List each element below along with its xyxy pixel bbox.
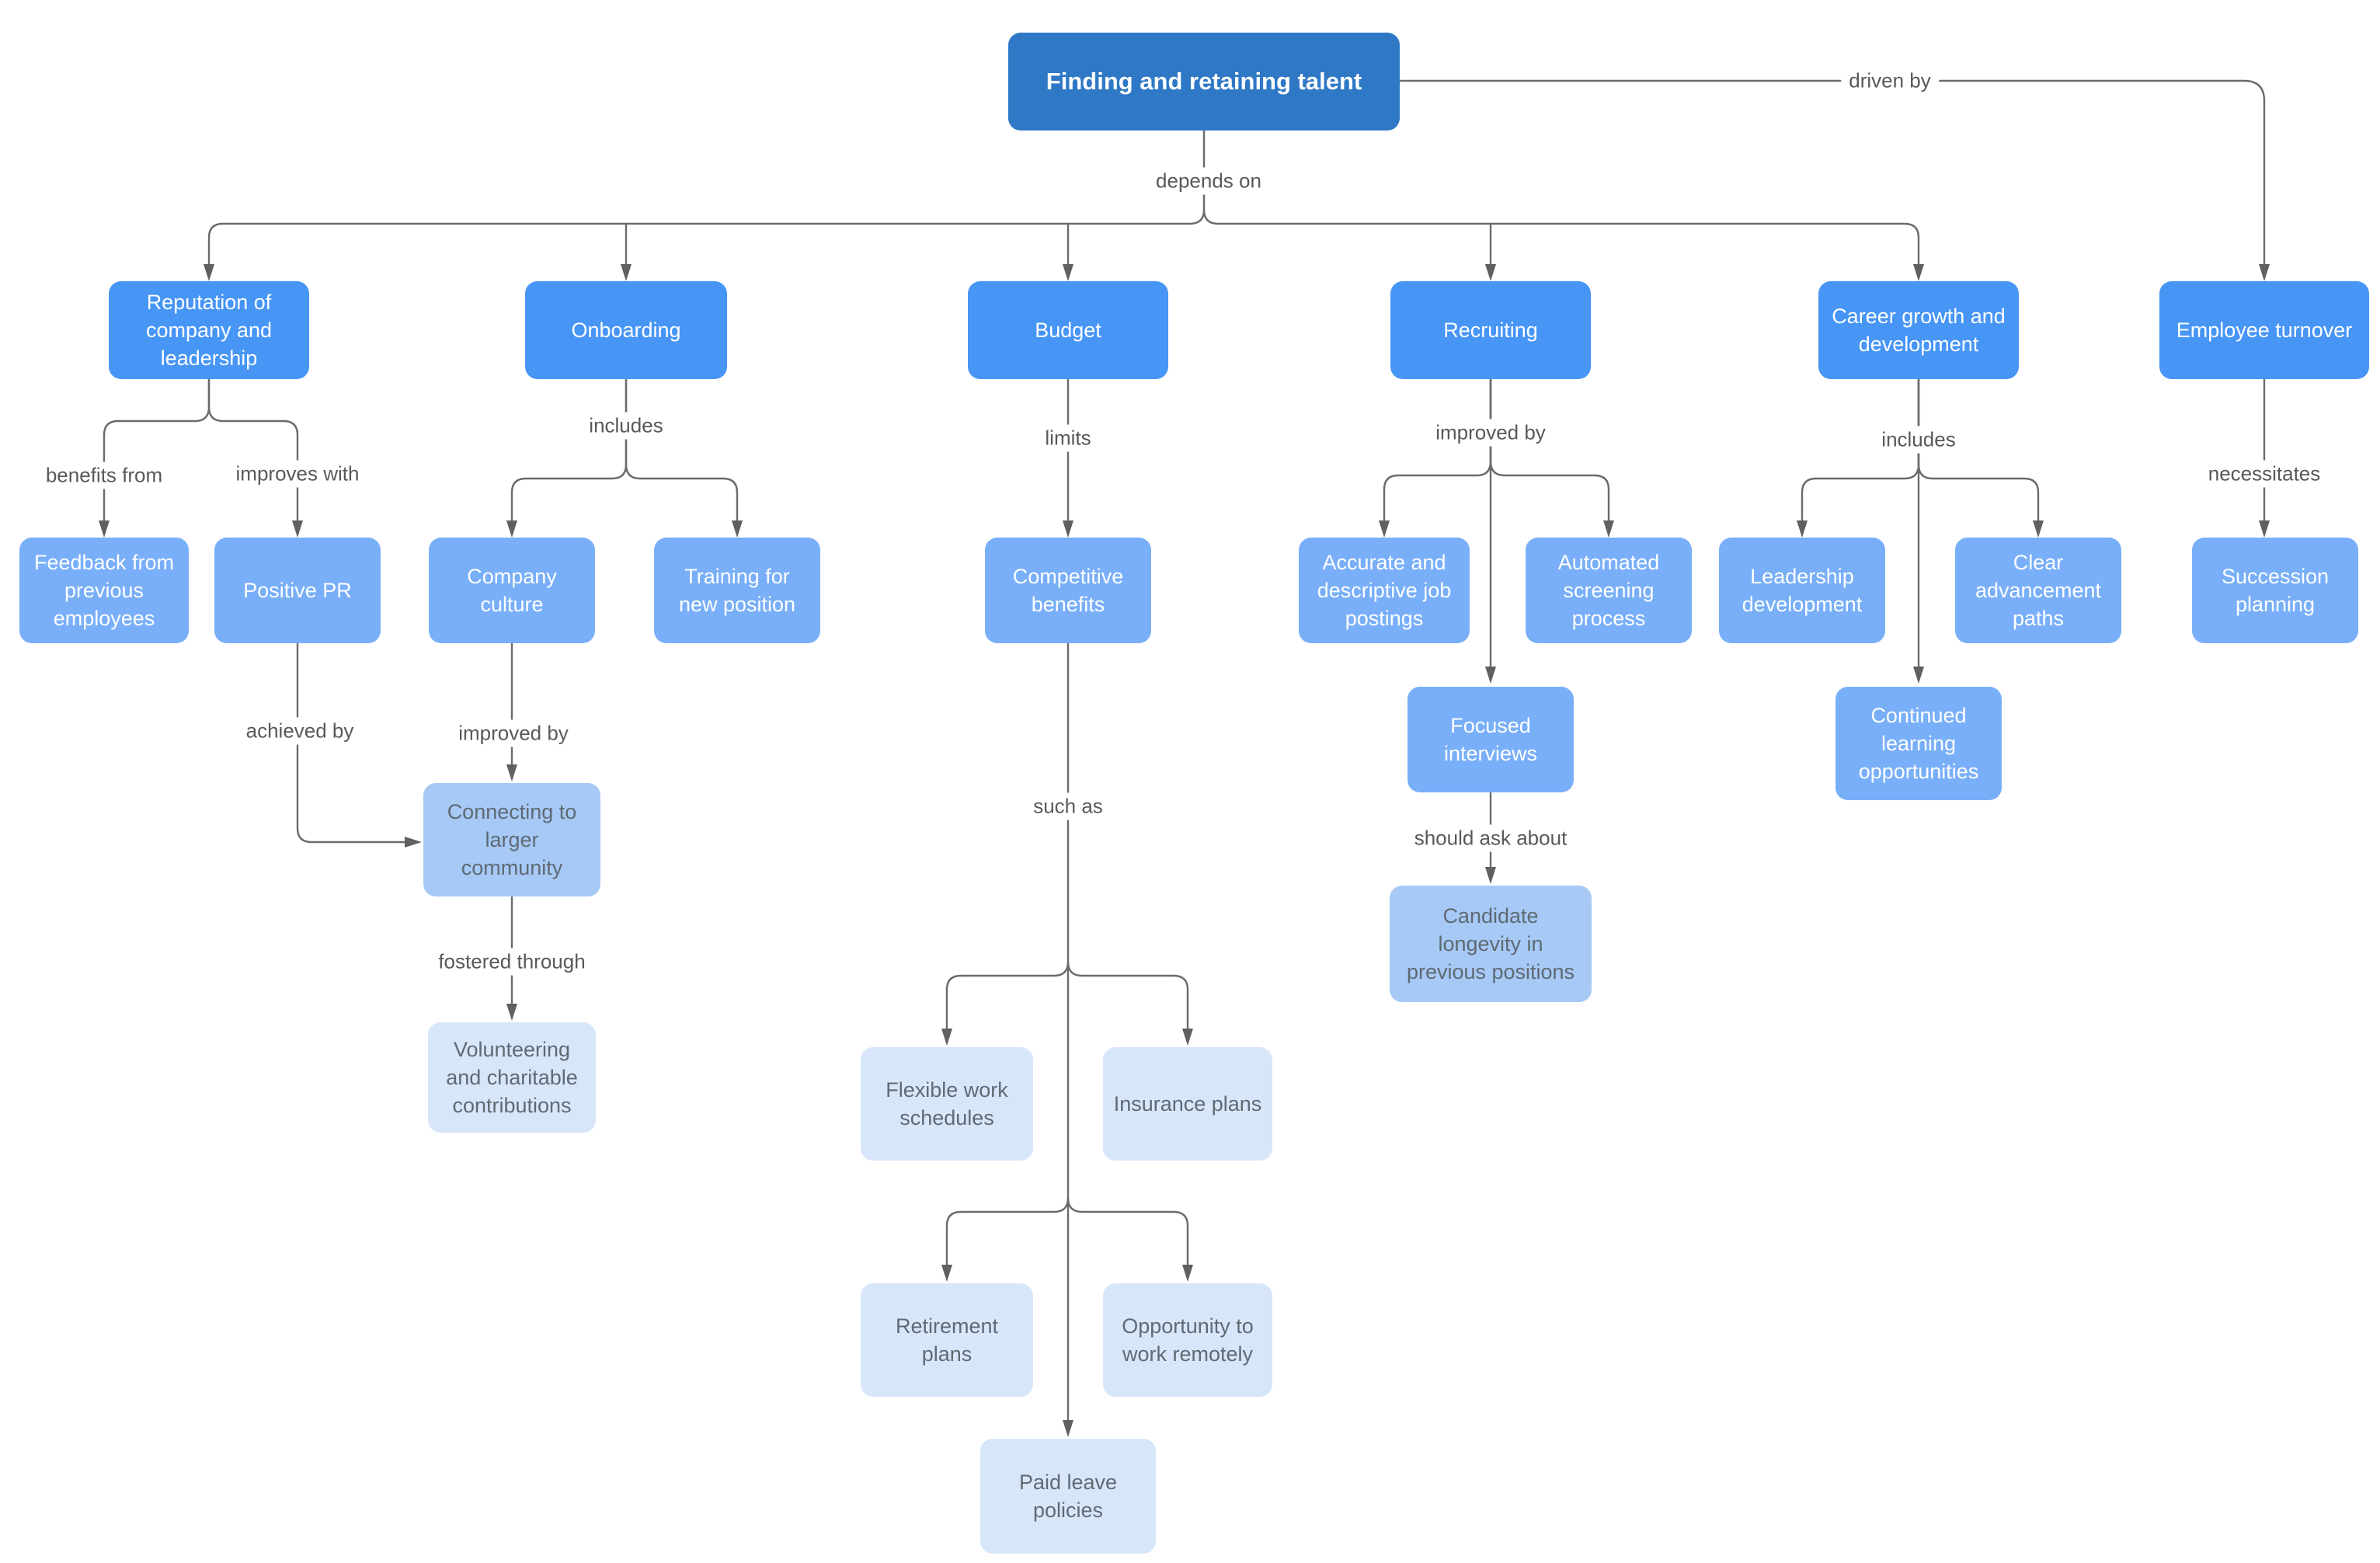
node-label: Paid leave policies [1018,1470,1118,1522]
edge-includes-culture [506,379,628,538]
node-job-postings[interactable]: Accurate and descriptive job postings [1299,538,1470,643]
edge-improved-by-screening [1489,379,1614,538]
node-budget[interactable]: Budget [968,281,1168,379]
node-focused-interviews[interactable]: Focused interviews [1407,687,1574,792]
node-label: Recruiting [1443,318,1538,342]
node-continued-learning[interactable]: Continued learning opportunities [1835,687,2002,800]
edge-label-improved-by-recruiting: improved by [1428,419,1554,447]
node-label: Opportunity to work remotely [1122,1314,1254,1366]
node-competitive-benefits[interactable]: Competitive benefits [985,538,1151,643]
edge-includes-training [625,379,743,538]
edge-label-should-ask-about: should ask about [1406,824,1575,852]
node-insurance[interactable]: Insurance plans [1103,1047,1272,1161]
node-label: Continued learning opportunities [1858,703,1979,784]
node-label: Clear advancement paths [1975,550,2102,631]
node-connecting-community[interactable]: Connecting to larger community [423,783,600,896]
edge-such-as-insurance [1066,961,1193,1046]
node-label: Positive PR [243,578,352,602]
edge-such-as-remote [1066,1197,1193,1282]
edge-label-benefits-from: benefits from [37,461,171,489]
node-label: Succession planning [2221,564,2330,616]
node-label: Company culture [467,564,557,616]
node-label: Focused interviews [1443,713,1538,765]
edge-label-necessitates: necessitates [2200,460,2329,488]
node-training[interactable]: Training for new position [654,538,820,643]
node-paid-leave[interactable]: Paid leave policies [980,1439,1156,1554]
node-label: Training for new position [678,564,796,616]
node-label: Leadership development [1742,564,1863,616]
node-label: Onboarding [571,318,681,342]
node-label: Insurance plans [1113,1091,1262,1116]
node-label: Accurate and descriptive job postings [1317,550,1452,631]
node-advancement[interactable]: Clear advancement paths [1955,538,2121,643]
node-label: Budget [1035,318,1101,342]
node-retirement[interactable]: Retirement plans [861,1283,1033,1397]
edge-label-such-as: such as [1025,792,1111,820]
node-remote-work[interactable]: Opportunity to work remotely [1103,1283,1272,1397]
edge-benefits-from [99,379,211,538]
node-company-culture[interactable]: Company culture [429,538,595,643]
node-recruiting[interactable]: Recruiting [1390,281,1591,379]
node-label: Automated screening process [1557,550,1660,631]
node-flexible-work[interactable]: Flexible work schedules [861,1047,1033,1161]
node-positive-pr[interactable]: Positive PR [214,538,381,643]
node-label: Volunteering and charitable contribution… [446,1037,578,1118]
edge-label-improved-by-culture: improved by [451,719,576,747]
edge-depends-on-to-career [1202,209,1924,281]
node-screening[interactable]: Automated screening process [1526,538,1692,643]
node-succession[interactable]: Succession planning [2192,538,2358,643]
edge-such-as-retirement [941,1197,1070,1282]
node-label: Reputation of company and leadership [145,290,273,371]
node-onboarding[interactable]: Onboarding [525,281,727,379]
edge-label-fostered-through: fostered through [430,948,593,976]
edge-improved-by-postings [1379,379,1492,538]
node-label: Career growth and development [1832,304,2006,356]
node-candidate-longevity[interactable]: Candidate longevity in previous position… [1390,886,1592,1002]
edge-label-achieved-by: achieved by [238,717,362,745]
node-label: Flexible work schedules [886,1077,1008,1130]
edge-improves-with [207,379,303,538]
node-reputation[interactable]: Reputation of company and leadership [109,281,309,379]
node-label: Connecting to larger community [447,799,577,880]
node-finding-retaining-talent[interactable]: Finding and retaining talent [1008,33,1400,131]
node-label: Finding and retaining talent [1046,68,1362,96]
edge-label-limits: limits [1037,424,1099,452]
edge-driven-by [1400,79,2270,281]
node-career-growth[interactable]: Career growth and development [1818,281,2019,379]
edge-label-improves-with: improves with [228,460,367,488]
node-volunteering[interactable]: Volunteering and charitable contribution… [428,1022,596,1133]
node-feedback[interactable]: Feedback from previous employees [19,538,189,643]
edge-such-as-flexible [941,961,1070,1046]
edge-label-driven-by: driven by [1841,67,1939,95]
node-leadership-dev[interactable]: Leadership development [1719,538,1885,643]
edge-label-includes-onboarding: includes [581,412,671,440]
edge-depends-on-to-reputation [204,209,1206,281]
node-employee-turnover[interactable]: Employee turnover [2159,281,2369,379]
node-label: Competitive benefits [1012,564,1124,616]
node-label: Retirement plans [895,1314,999,1366]
edge-label-depends-on: depends on [1148,167,1269,195]
edge-achieved-by [296,643,422,848]
node-label: Candidate longevity in previous position… [1406,903,1575,984]
edge-label-includes-career: includes [1874,426,1964,454]
node-label: Feedback from previous employees [33,550,175,631]
node-label: Employee turnover [2176,318,2353,342]
